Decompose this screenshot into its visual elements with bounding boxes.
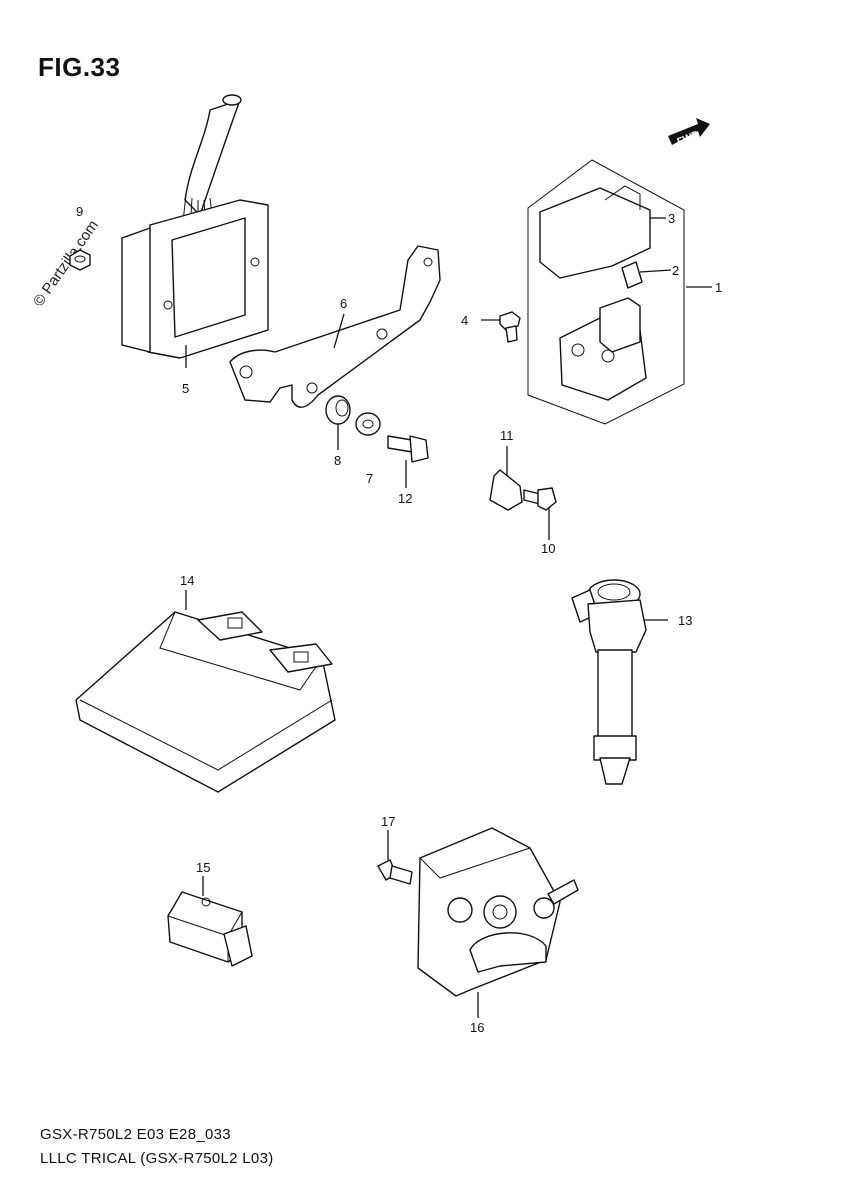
- part-8-grommet: [325, 395, 351, 425]
- callout-7: 7: [366, 471, 373, 486]
- leader-lines: [185, 217, 712, 1018]
- part-7-washer: [355, 412, 381, 436]
- callout-12: 12: [398, 491, 412, 506]
- callout-8: 8: [334, 453, 341, 468]
- callout-10: 10: [541, 541, 555, 556]
- part-9-nut: [69, 249, 91, 271]
- callout-17: 17: [381, 814, 395, 829]
- callout-4: 4: [461, 313, 468, 328]
- footer-description: LLLC TRICAL (GSX-R750L2 L03): [40, 1150, 274, 1167]
- callout-9: 9: [76, 204, 83, 219]
- part-17-bolt: [377, 859, 413, 885]
- callout-16: 16: [470, 1020, 484, 1035]
- part-1-starter-relay-assembly: [527, 159, 685, 425]
- part-12-bolt: [387, 435, 429, 463]
- footer-code: GSX-R750L2 E03 E28_033: [40, 1126, 231, 1143]
- part-13-ignition-coil: [571, 579, 647, 785]
- part-4-bolt: [499, 311, 521, 343]
- part-6-bracket: [229, 245, 441, 408]
- callout-14: 14: [180, 573, 194, 588]
- part-15-sensor: [167, 891, 253, 967]
- figure-title: FIG.33: [38, 52, 121, 82]
- part-10-bolt: [523, 487, 557, 511]
- callout-numbers: 1 2 3 4 5 6 7 8 9 10 11 12 13 14 15 16 1…: [76, 204, 722, 1035]
- callout-1: 1: [715, 280, 722, 295]
- forward-arrow-icon: FWD: [668, 118, 710, 148]
- callout-3: 3: [668, 211, 675, 226]
- callout-11: 11: [500, 428, 514, 443]
- callout-6: 6: [340, 296, 347, 311]
- part-16-actuator: [417, 827, 579, 997]
- callout-13: 13: [678, 613, 692, 628]
- part-5-regulator-rectifier: [121, 94, 269, 359]
- part-14-ecm: [75, 611, 336, 793]
- callout-2: 2: [672, 263, 679, 278]
- callout-15: 15: [196, 860, 210, 875]
- part-11-clamp: [489, 469, 523, 511]
- callout-5: 5: [182, 381, 189, 396]
